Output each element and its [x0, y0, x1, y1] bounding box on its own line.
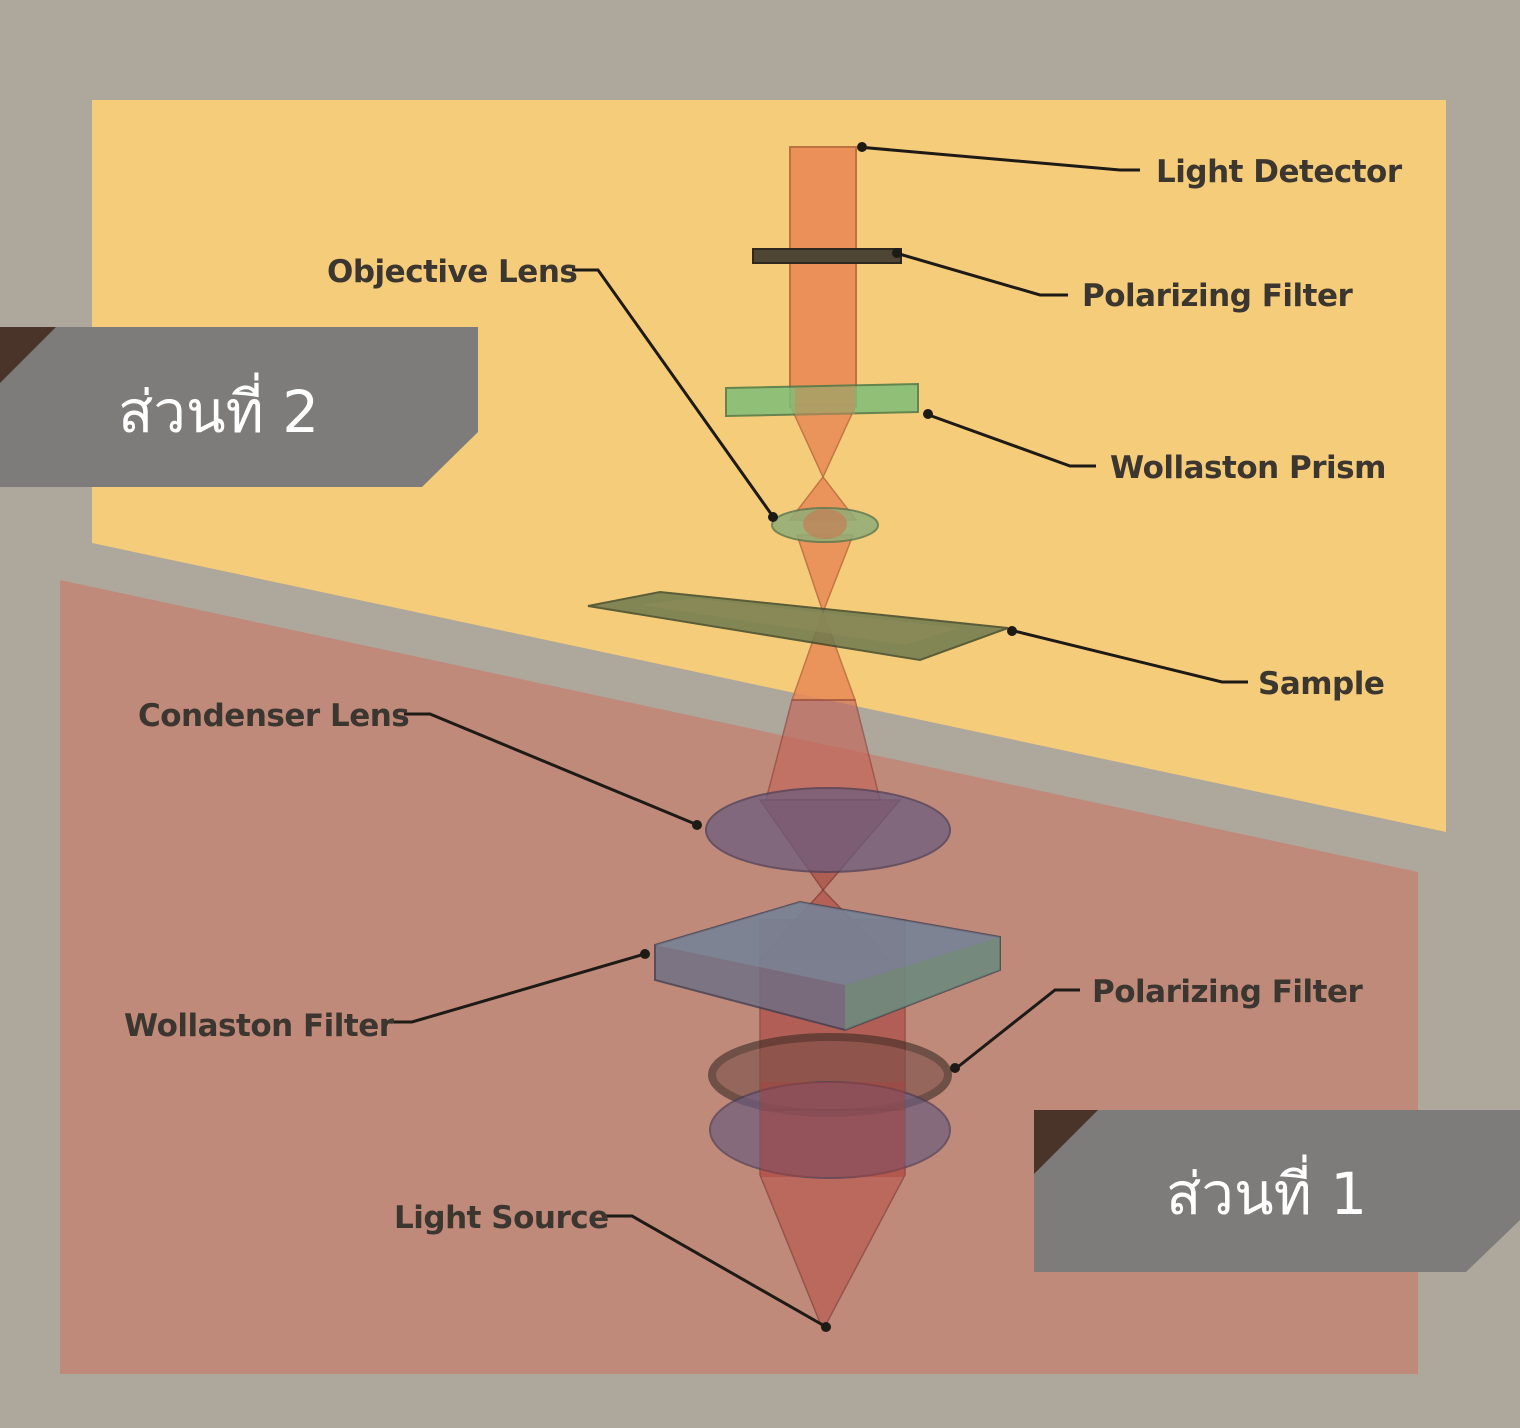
leader-dot	[640, 949, 650, 959]
section-tab-part1-corner	[1034, 1110, 1098, 1174]
section-label-part1: ส่วนที่ 1	[1166, 1154, 1367, 1228]
light-detector-beam	[789, 146, 857, 408]
polarizing-filter-top	[752, 248, 902, 264]
label-light-detector: Light Detector	[1156, 154, 1403, 190]
leader-polarizing-filter-bottom	[953, 988, 1080, 1072]
label-condenser-lens: Condenser Lens	[138, 698, 409, 734]
label-objective-lens: Objective Lens	[327, 254, 577, 290]
label-wollaston-prism: Wollaston Prism	[1110, 450, 1386, 486]
label-polarizing-filter-bottom: Polarizing Filter	[1092, 974, 1363, 1010]
condenser-lens	[705, 787, 951, 873]
section-tab-part2: ส่วนที่ 2	[0, 327, 478, 487]
leader-wollaston-prism	[925, 412, 1096, 468]
leader-dot	[1007, 626, 1017, 636]
light-source-beam-core	[760, 1082, 905, 1177]
light-source-lens	[709, 1081, 951, 1179]
leader-sample	[1009, 628, 1248, 684]
leader-condenser-lens	[404, 712, 701, 828]
upper-panel	[92, 100, 1446, 832]
objective-lens-core	[803, 509, 847, 539]
label-light-source: Light Source	[394, 1200, 609, 1236]
leader-dot	[923, 409, 933, 419]
leader-dot	[892, 248, 902, 258]
leader-objective-lens	[572, 268, 776, 519]
leader-light-detector	[857, 145, 1140, 172]
sample-slide-inner	[640, 598, 960, 645]
leader-dot	[692, 820, 702, 830]
wollaston-filter-top	[655, 902, 1000, 985]
wollaston-filter-side	[845, 937, 1000, 1030]
leader-light-source	[606, 1214, 829, 1330]
label-polarizing-filter-top: Polarizing Filter	[1082, 278, 1353, 314]
leader-dot	[768, 512, 778, 522]
leader-dot	[950, 1063, 960, 1073]
leader-dot	[857, 142, 867, 152]
leaders	[386, 142, 1248, 1332]
label-sample: Sample	[1258, 666, 1384, 702]
leader-wollaston-filter	[386, 951, 649, 1024]
wollaston-prism-overlay	[795, 386, 855, 416]
section-tab-part2-body	[0, 327, 478, 487]
leader-polarizing-filter-top	[895, 251, 1068, 297]
section-label-part2: ส่วนที่ 2	[118, 372, 319, 446]
leader-dot	[821, 1322, 831, 1332]
section-tab-part1: ส่วนที่ 1	[1034, 1110, 1520, 1272]
section-tab-part1-body	[1034, 1110, 1520, 1272]
label-wollaston-filter: Wollaston Filter	[124, 1008, 395, 1044]
section-tab-part2-corner	[0, 327, 56, 383]
